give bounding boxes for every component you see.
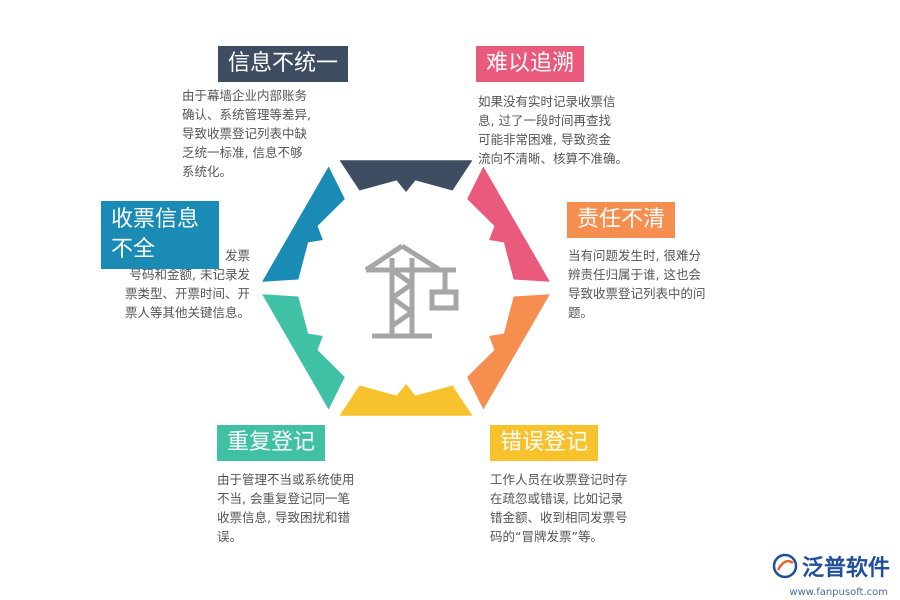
fanpu-logo-icon — [772, 553, 798, 579]
segment-bottom — [339, 384, 473, 416]
brand-name: 泛普软件 — [801, 556, 890, 581]
brand-url: www.fanpusoft.com — [789, 587, 888, 598]
desc-hard-to-trace: 如果没有实时记录收票信 息, 过了一段时间再查找 可能非常困难, 导致资金 流向… — [478, 94, 629, 166]
segment-upper-left — [262, 166, 345, 282]
segment-upper-right — [467, 166, 550, 282]
label-unclear-responsibility: 责任不清 — [567, 202, 676, 238]
desc-duplicate-registration: 由于管理不当或系统使用 不当, 会重复登记同一笔 收票信息, 导致困扰和错 误。 — [217, 472, 355, 544]
segment-lower-right — [467, 294, 550, 410]
desc-inconsistent-info: 由于幕墙企业内部账务 确认、系统管理等差异, 导致收票登记列表中缺 乏统一标准,… — [182, 88, 311, 179]
desc-unclear-responsibility: 当有问题发生时, 很难分 辨责任归属于谁, 这也会 导致收票登记列表中的问 题。 — [568, 248, 706, 320]
label-incomplete-info: 收票信息 不全 — [101, 201, 219, 269]
segment-lower-left — [262, 294, 345, 410]
label-duplicate-registration: 重复登记 — [217, 425, 326, 461]
label-wrong-registration: 错误登记 — [490, 425, 599, 461]
desc-wrong-registration: 工作人员在收票登记时存 在疏忽或错误, 比如记录 错金额、收到相同发票号 码的“… — [490, 472, 628, 544]
segment-top — [339, 160, 473, 192]
desc-incomplete-info: 发票 号码和金额, 未记录发 票类型、开票时间、开 票人等其他关键信息。 — [124, 248, 250, 320]
construction-crane-icon — [364, 243, 459, 339]
label-inconsistent-info: 信息不统一 — [218, 46, 349, 82]
brand-logo: 泛普软件 — [772, 550, 890, 582]
label-hard-to-trace: 难以追溯 — [476, 46, 585, 82]
